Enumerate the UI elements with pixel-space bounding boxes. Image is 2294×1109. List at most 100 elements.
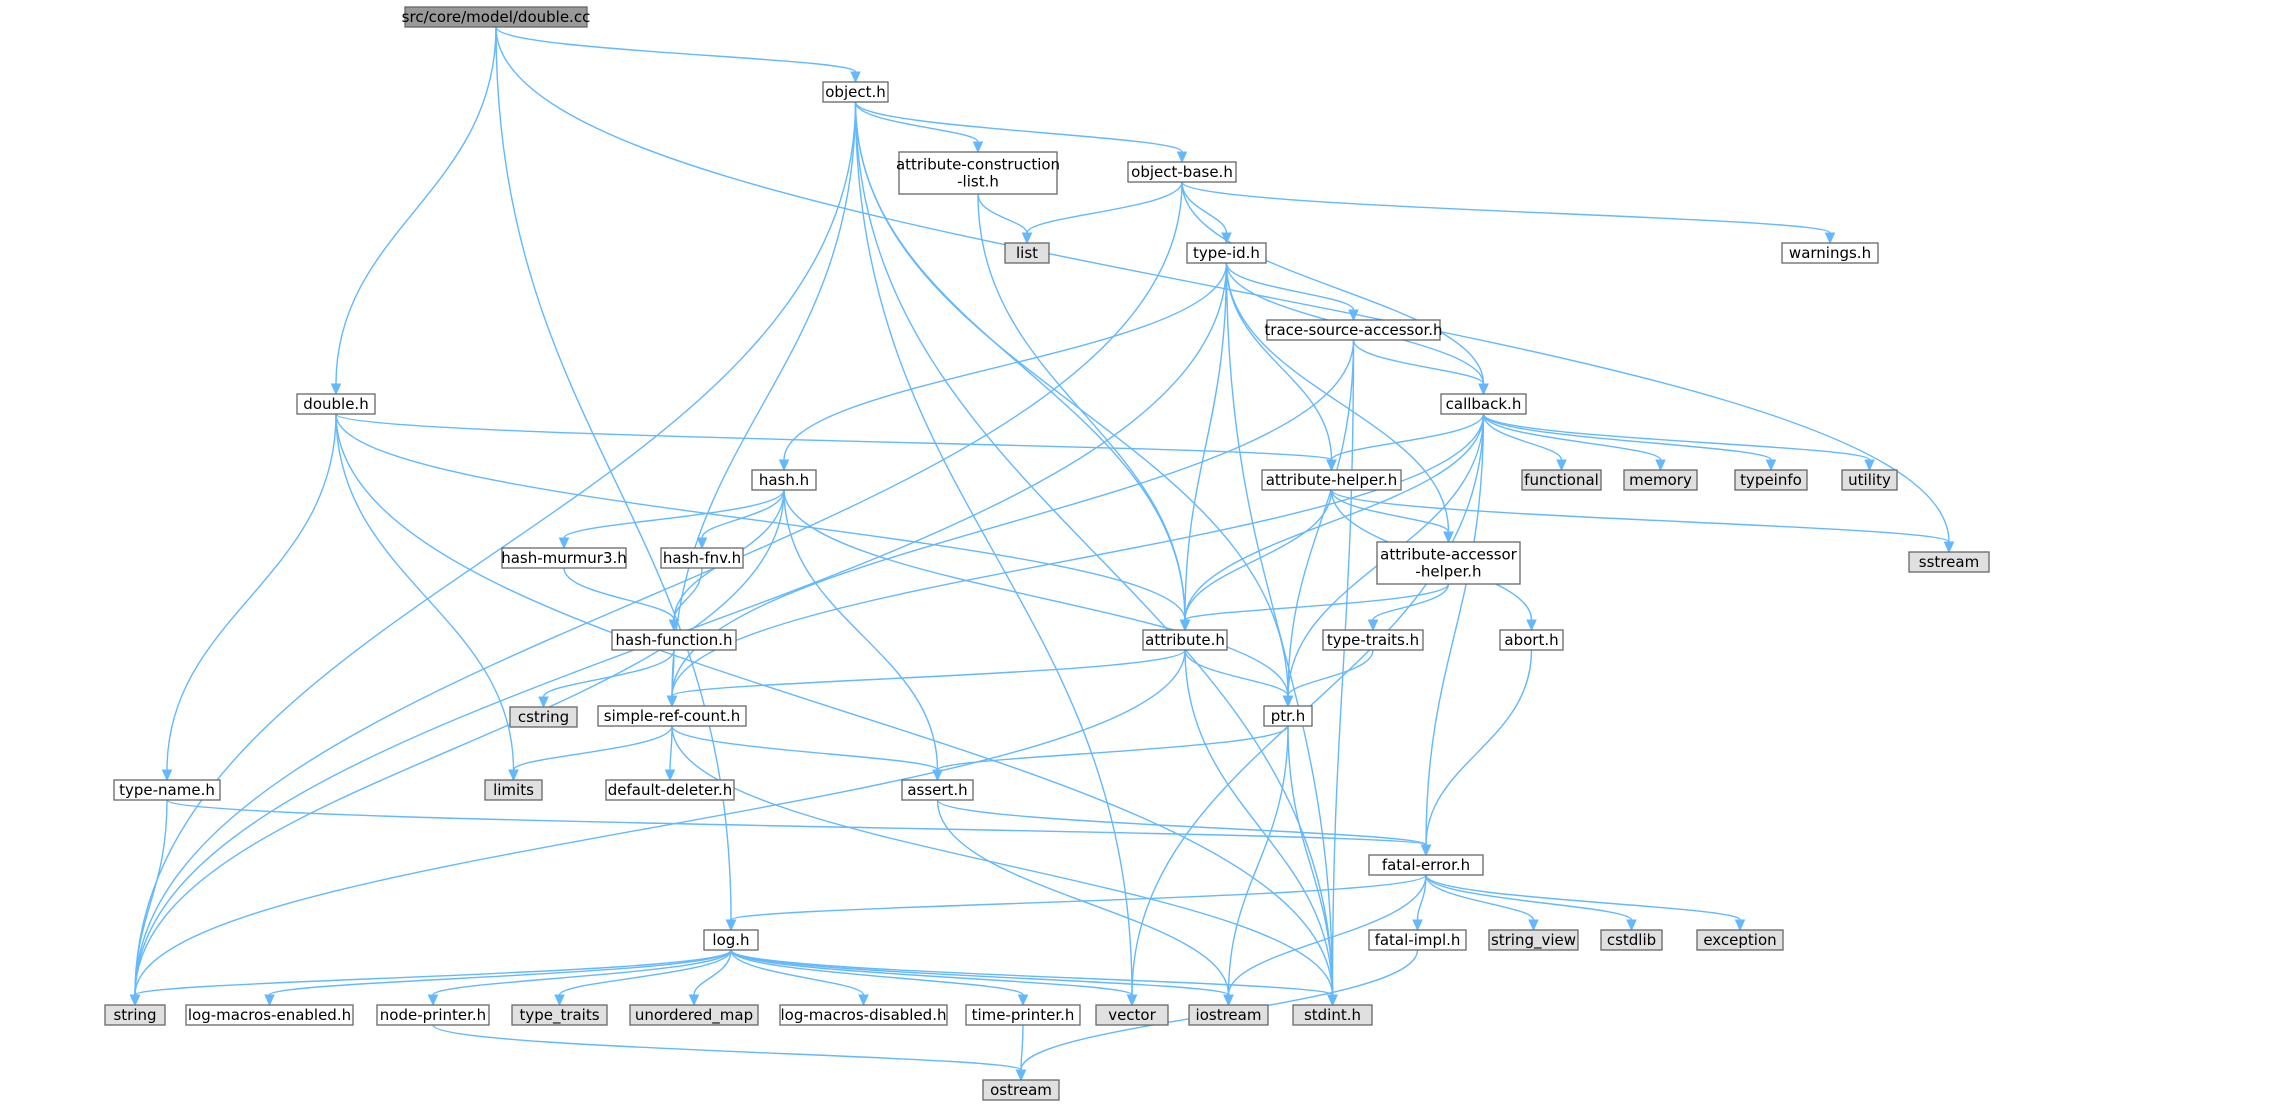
edge-line bbox=[1227, 874, 1427, 996]
edge-line bbox=[730, 949, 1024, 996]
edge-time-printer-to-ostream bbox=[1015, 1024, 1027, 1082]
node-fatal-impl[interactable]: fatal-impl.h bbox=[1368, 929, 1467, 951]
node-trace-source-accessor[interactable]: trace-source-accessor.h bbox=[1264, 319, 1443, 341]
node-default-deleter[interactable]: default-deleter.h bbox=[605, 779, 735, 801]
node-hash-function[interactable]: hash-function.h bbox=[611, 629, 737, 651]
node-label: attribute-helper.h bbox=[1266, 471, 1398, 489]
node-label: node-printer.h bbox=[380, 1006, 486, 1024]
node-double[interactable]: double.h bbox=[296, 393, 376, 415]
edge-line bbox=[166, 799, 1427, 846]
edge-abort-to-fatal-error bbox=[1420, 649, 1533, 857]
node-type-id[interactable]: type-id.h bbox=[1186, 242, 1267, 264]
edge-callback-to-attribute bbox=[1179, 413, 1485, 632]
edge-line bbox=[1184, 262, 1228, 621]
edge-arrowhead bbox=[1015, 1069, 1027, 1082]
edge-line bbox=[783, 489, 1289, 697]
node-cstring: cstring bbox=[509, 706, 578, 728]
node-box bbox=[965, 1004, 1081, 1026]
edge-arrowhead bbox=[508, 769, 519, 782]
node-attribute-helper[interactable]: attribute-helper.h bbox=[1261, 469, 1402, 491]
edge-arrowhead bbox=[1528, 919, 1539, 932]
edge-line bbox=[1181, 181, 1831, 234]
node-box bbox=[1322, 629, 1424, 651]
node-attribute-construction-list[interactable]: attribute-construction-list.h bbox=[896, 151, 1060, 195]
edge-arrowhead bbox=[1326, 459, 1337, 472]
node-hash-fnv[interactable]: hash-fnv.h bbox=[660, 547, 744, 569]
edge-object-base-to-list bbox=[1021, 181, 1183, 245]
node-simple-ref-count[interactable]: simple-ref-count.h bbox=[597, 705, 747, 727]
node-log-macros-enabled[interactable]: log-macros-enabled.h bbox=[185, 1004, 354, 1026]
node-box bbox=[509, 706, 578, 728]
node-label: functional bbox=[1524, 471, 1599, 489]
node-log[interactable]: log.h bbox=[703, 929, 759, 951]
edge-trace-source-accessor-to-callback bbox=[1352, 339, 1489, 396]
node-attribute[interactable]: attribute.h bbox=[1142, 629, 1228, 651]
node-type-name[interactable]: type-name.h bbox=[113, 779, 221, 801]
edge-arrowhead bbox=[668, 619, 680, 632]
edge-hash-to-hash-fnv bbox=[696, 489, 785, 550]
node-object-base[interactable]: object-base.h bbox=[1127, 161, 1237, 183]
node-type-traits[interactable]: type-traits.h bbox=[1322, 629, 1424, 651]
edge-arrowhead bbox=[1327, 994, 1338, 1007]
edge-line bbox=[671, 725, 1334, 996]
node-time-printer[interactable]: time-printer.h bbox=[965, 1004, 1081, 1026]
node-label: hash.h bbox=[759, 471, 809, 489]
edge-line bbox=[134, 799, 168, 996]
edge-callback-to-utility bbox=[1482, 413, 1875, 472]
edge-object-to-stdint bbox=[854, 101, 1338, 1007]
edge-line bbox=[854, 101, 1183, 153]
node-hash[interactable]: hash.h bbox=[751, 469, 817, 491]
node-label: attribute-accessor bbox=[1380, 546, 1518, 564]
node-label: log-macros-disabled.h bbox=[781, 1006, 947, 1024]
node-label: unordered_map bbox=[635, 1006, 753, 1025]
edge-hash-function-to-cstring bbox=[538, 649, 675, 709]
node-stdint: stdint.h bbox=[1292, 1004, 1373, 1026]
node-label: type-id.h bbox=[1193, 244, 1260, 262]
node-fatal-error[interactable]: fatal-error.h bbox=[1368, 854, 1484, 876]
node-log-macros-disabled[interactable]: log-macros-disabled.h bbox=[779, 1004, 948, 1026]
edge-arrowhead bbox=[1526, 619, 1537, 632]
node-abort[interactable]: abort.h bbox=[1499, 629, 1564, 651]
edge-type-name-to-fatal-error bbox=[166, 799, 1432, 857]
node-warnings[interactable]: warnings.h bbox=[1781, 242, 1879, 264]
edge-arrowhead bbox=[1021, 232, 1033, 245]
node-ptr[interactable]: ptr.h bbox=[1263, 705, 1313, 727]
node-ostream: ostream bbox=[982, 1079, 1060, 1101]
node-label: exception bbox=[1703, 931, 1776, 949]
edge-line bbox=[134, 101, 857, 996]
node-box bbox=[898, 151, 1058, 195]
node-assert[interactable]: assert.h bbox=[901, 779, 974, 801]
node-label: type_traits bbox=[519, 1006, 599, 1025]
node-box bbox=[1908, 551, 1990, 573]
edge-arrowhead bbox=[1176, 151, 1188, 164]
node-label: attribute-construction bbox=[896, 156, 1060, 174]
node-hash-murmur3[interactable]: hash-murmur3.h bbox=[501, 547, 627, 569]
node-label: -list.h bbox=[957, 173, 999, 191]
node-label: log-macros-enabled.h bbox=[188, 1006, 351, 1024]
edge-callback-to-typeinfo bbox=[1482, 413, 1777, 472]
node-box bbox=[1127, 161, 1237, 183]
edge-line bbox=[854, 101, 1133, 996]
edge-attribute-to-simple-ref-count bbox=[666, 649, 1186, 708]
node-box bbox=[597, 705, 747, 727]
edge-attribute-accessor-helper-to-attribute bbox=[1179, 583, 1450, 632]
node-node-printer[interactable]: node-printer.h bbox=[376, 1004, 490, 1026]
edge-line bbox=[335, 413, 1334, 996]
node-box bbox=[629, 1004, 759, 1026]
edge-arrowhead bbox=[1348, 309, 1359, 322]
node-box bbox=[501, 547, 627, 569]
edge-simple-ref-count-to-limits bbox=[508, 725, 673, 782]
node-label: cstdlib bbox=[1607, 931, 1656, 949]
edge-arrowhead bbox=[688, 994, 700, 1007]
edge-type-id-to-stdint bbox=[1225, 262, 1338, 1007]
edge-line bbox=[432, 1024, 1022, 1071]
node-label: abort.h bbox=[1504, 631, 1558, 649]
edge-root-to-double bbox=[330, 26, 497, 396]
edge-line bbox=[134, 489, 785, 996]
node-callback[interactable]: callback.h bbox=[1440, 393, 1527, 415]
node-root[interactable]: src/core/model/double.cc bbox=[402, 6, 591, 28]
edge-line bbox=[512, 725, 673, 771]
edge-line bbox=[693, 949, 732, 996]
node-object[interactable]: object.h bbox=[822, 81, 889, 103]
node-attribute-accessor-helper[interactable]: attribute-accessor-helper.h bbox=[1376, 541, 1521, 585]
